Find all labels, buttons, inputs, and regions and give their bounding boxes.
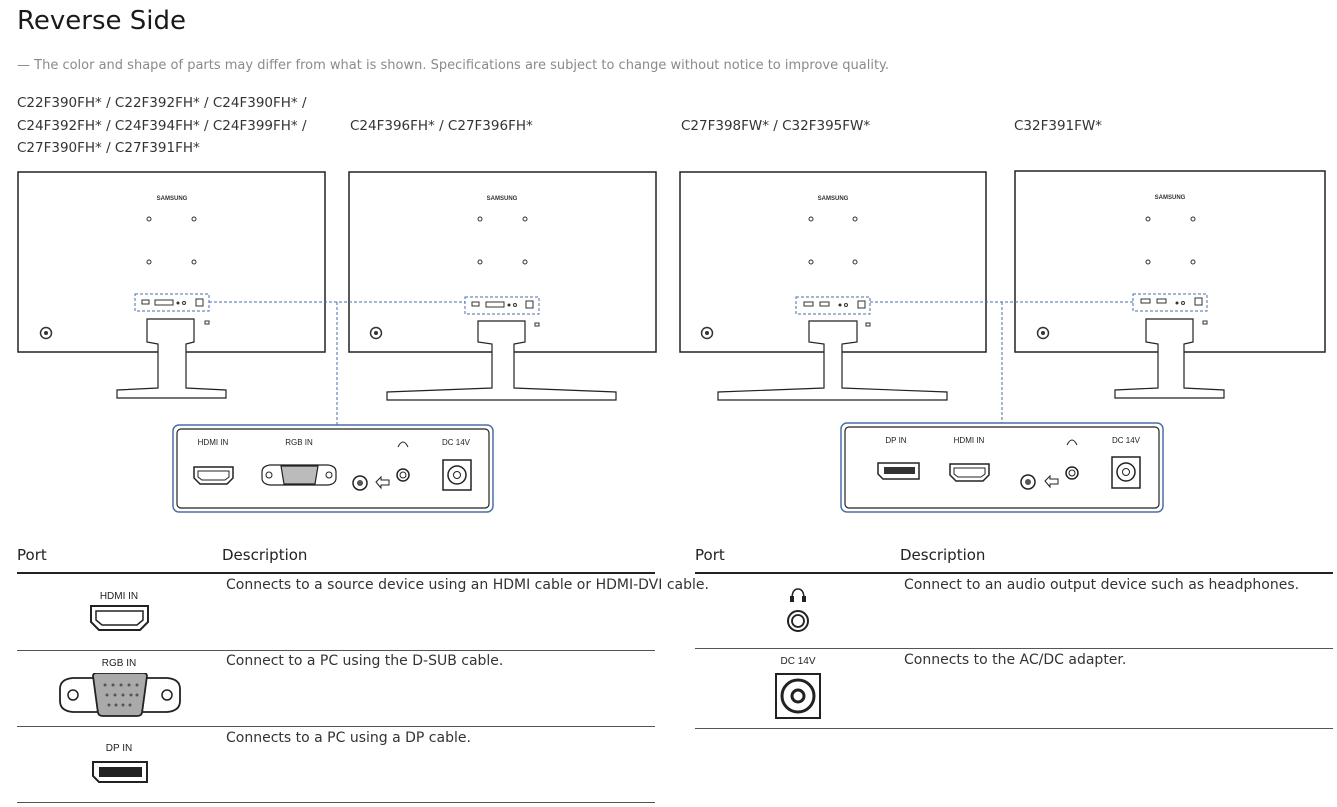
row-divider — [17, 650, 655, 651]
row-divider — [17, 802, 655, 803]
port-label: RGB IN — [101, 658, 137, 669]
displayport-icon — [92, 761, 148, 783]
row-divider — [695, 728, 1333, 729]
model-line: C32F391FW* — [1014, 118, 1103, 134]
table-header-rule — [695, 572, 1333, 574]
brand-logo: SAMSUNG — [157, 196, 188, 202]
displayport-icon — [877, 462, 920, 480]
svg-text:RGB IN: RGB IN — [285, 438, 313, 447]
model-list-4: C32F391FW* — [1014, 115, 1102, 138]
row-description: Connects to the AC/DC adapter. — [904, 652, 1127, 668]
port-label: HDMI IN — [99, 591, 139, 602]
model-line: C22F390FH* / C22F392FH* / C24F390FH* / — [17, 95, 307, 111]
port-label: DP IN — [105, 743, 133, 754]
right-col-desc-header: Description — [900, 546, 986, 564]
row-description: Connects to a source device using an HDM… — [226, 577, 709, 593]
port-label: DC 14V — [780, 656, 816, 667]
dc-power-icon — [442, 459, 472, 491]
hdmi-port-icon — [90, 605, 149, 631]
port-panel-right: DP IN HDMI IN DC 14V — [840, 422, 1164, 513]
svg-text:HDMI IN: HDMI IN — [198, 438, 229, 447]
monitor-4-illustration: SAMSUNG — [1014, 170, 1326, 399]
table-header-rule — [17, 572, 655, 574]
model-line: C27F398FW* / C32F395FW* — [681, 118, 871, 134]
model-list-1: C22F390FH* / C22F392FH* / C24F390FH* / C… — [17, 92, 307, 160]
headphone-jack-icon — [1065, 466, 1079, 480]
vga-port-icon — [59, 673, 181, 717]
headphone-jack-icon — [787, 588, 809, 632]
row-description: Connect to a PC using the D-SUB cable. — [226, 653, 504, 669]
callout-lines — [209, 301, 1133, 425]
brand-logo: SAMSUNG — [487, 196, 518, 202]
brand-logo: SAMSUNG — [1155, 195, 1186, 201]
monitor-1-illustration: SAMSUNG — [17, 171, 326, 399]
vga-port-icon — [261, 464, 337, 486]
row-divider — [695, 648, 1333, 649]
brand-logo: SAMSUNG — [818, 196, 849, 202]
dc-power-icon — [1111, 456, 1141, 489]
right-col-port-header: Port — [695, 546, 725, 564]
model-line: C24F396FH* / C27F396FH* — [350, 118, 533, 134]
monitor-2-illustration: SAMSUNG — [348, 171, 657, 401]
port-panel-left: HDMI IN RGB IN DC 14V — [172, 424, 494, 513]
model-line: C24F392FH* / C24F394FH* / C24F399FH* / — [17, 117, 307, 134]
svg-text:DP IN: DP IN — [885, 436, 906, 445]
model-list-3: C27F398FW* / C32F395FW* — [681, 115, 870, 138]
hdmi-port-icon — [949, 463, 990, 482]
disclaimer-note: — The color and shape of parts may diffe… — [17, 58, 890, 73]
svg-text:DC 14V: DC 14V — [1112, 436, 1141, 445]
left-col-port-header: Port — [17, 546, 47, 564]
svg-text:HDMI IN: HDMI IN — [954, 436, 985, 445]
row-description: Connect to an audio output device such a… — [904, 577, 1300, 593]
left-col-desc-header: Description — [222, 546, 308, 564]
svg-text:DC 14V: DC 14V — [442, 438, 471, 447]
dc-power-icon — [775, 673, 821, 719]
page-title: Reverse Side — [17, 6, 186, 36]
hdmi-port-icon — [193, 466, 234, 485]
monitor-3-illustration: SAMSUNG — [679, 171, 987, 401]
model-line: C27F390FH* / C27F391FH* — [17, 140, 200, 156]
headphone-jack-icon — [396, 468, 410, 482]
row-description: Connects to a PC using a DP cable. — [226, 730, 471, 746]
monitor-rear-diagram: SAMSUNG SAMSUNG SAMSUNG — [17, 170, 1326, 513]
model-list-2: C24F396FH* / C27F396FH* — [350, 115, 533, 138]
row-divider — [17, 726, 655, 727]
